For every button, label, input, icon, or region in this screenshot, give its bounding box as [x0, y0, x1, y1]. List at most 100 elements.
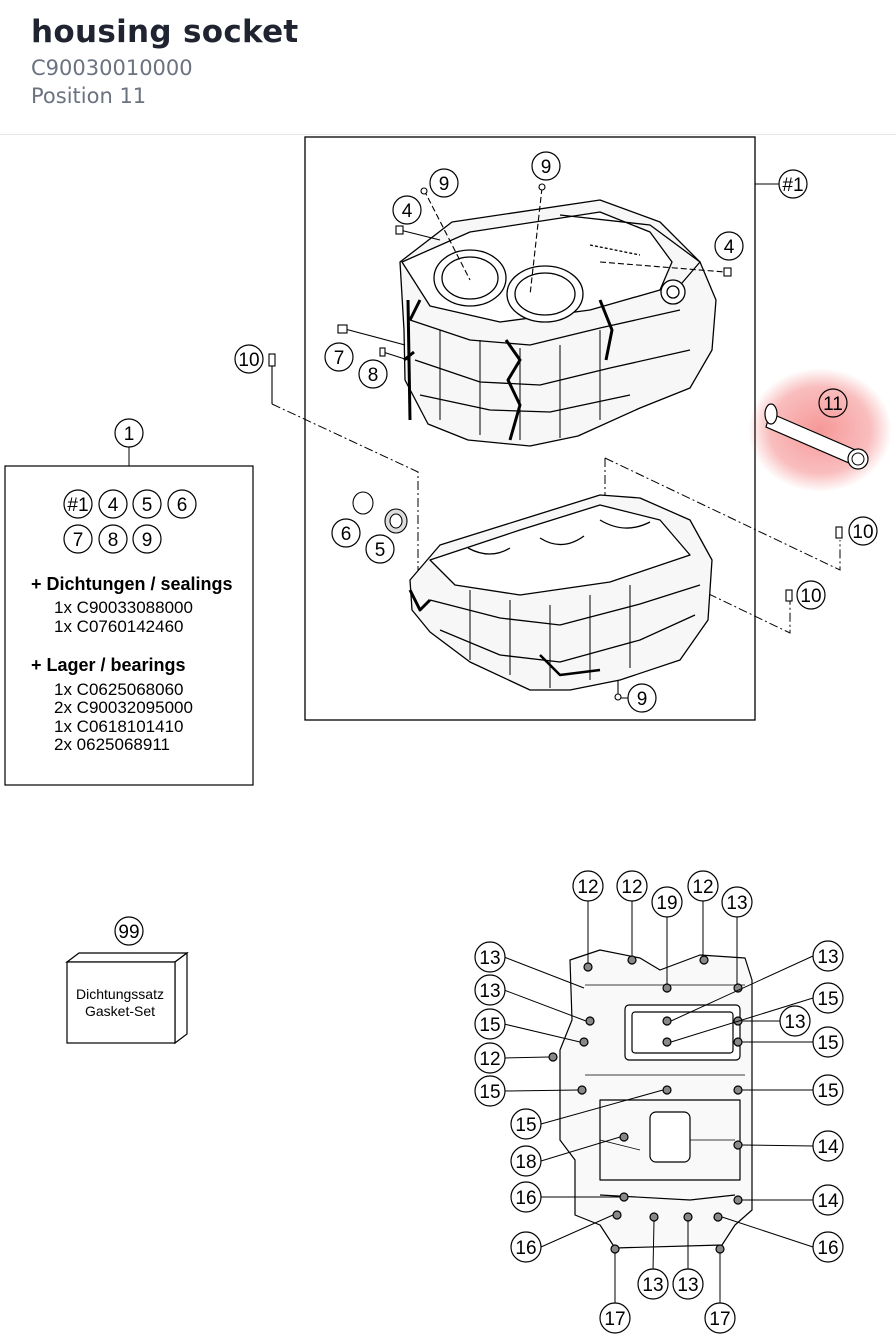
crankcase-bolts: [548, 955, 743, 1254]
kit-callout-5[interactable]: 5: [132, 489, 162, 519]
svg-text:10: 10: [238, 350, 259, 371]
callout-16-a[interactable]: 16: [510, 1181, 542, 1213]
callout-9-a[interactable]: 9: [429, 168, 459, 198]
callout-10-a[interactable]: 10: [234, 344, 264, 374]
svg-text:9: 9: [142, 530, 153, 551]
svg-text:7: 7: [73, 530, 84, 551]
callout-10-c[interactable]: 10: [796, 580, 826, 610]
callout-5-a[interactable]: 5: [365, 534, 395, 564]
callout-15-a[interactable]: 15: [474, 1008, 506, 1040]
svg-text:6: 6: [341, 524, 352, 545]
callout-9-c[interactable]: 9: [627, 683, 657, 713]
svg-text:9: 9: [541, 157, 552, 178]
kit-callout-1[interactable]: 1: [114, 418, 144, 448]
callout-17-a[interactable]: 17: [599, 1302, 631, 1334]
bearing-item: 1x C0618101410: [54, 717, 184, 736]
callout-19[interactable]: 19: [651, 886, 683, 918]
gasket-callout-99[interactable]: 99: [114, 916, 144, 946]
callout-15-c[interactable]: 15: [510, 1108, 542, 1140]
callout-18[interactable]: 18: [510, 1145, 542, 1177]
sealing-item: 1x C0760142460: [54, 617, 184, 636]
svg-text:15: 15: [479, 1015, 500, 1036]
callout-13-g[interactable]: 13: [672, 1268, 704, 1300]
svg-text:12: 12: [621, 877, 642, 898]
page-title: housing socket: [31, 14, 299, 50]
kit-callout-group-1[interactable]: #1: [63, 489, 93, 519]
callout-14-a[interactable]: 14: [812, 1130, 844, 1162]
kit-callouts: #1 4 5 6 7 8 9: [63, 489, 197, 554]
bearings-heading: + Lager / bearings: [31, 655, 186, 675]
callout-7-a[interactable]: 7: [324, 342, 354, 372]
callout-13-d[interactable]: 13: [812, 940, 844, 972]
svg-text:14: 14: [817, 1137, 839, 1158]
callout-4-a[interactable]: 4: [392, 195, 422, 225]
svg-text:12: 12: [692, 877, 713, 898]
callout-13-b[interactable]: 13: [474, 941, 506, 973]
svg-text:9: 9: [637, 689, 648, 710]
callout-12-c[interactable]: 12: [687, 870, 719, 902]
svg-text:13: 13: [677, 1275, 698, 1296]
callout-8-a[interactable]: 8: [358, 359, 388, 389]
svg-text:15: 15: [479, 1082, 500, 1103]
svg-text:13: 13: [479, 981, 500, 1002]
callout-9-b[interactable]: 9: [531, 151, 561, 181]
gasket-set-box[interactable]: [65, 951, 189, 1045]
page-header: housing socket C90030010000 Position 11: [0, 0, 896, 135]
callout-12-d[interactable]: 12: [474, 1042, 506, 1074]
svg-text:4: 4: [724, 237, 735, 258]
svg-text:16: 16: [817, 1238, 838, 1259]
svg-text:13: 13: [817, 947, 838, 968]
svg-text:16: 16: [515, 1238, 536, 1259]
callout-14-b[interactable]: 14: [812, 1184, 844, 1216]
callout-12-b[interactable]: 12: [616, 870, 648, 902]
sealings-heading: + Dichtungen / sealings: [31, 574, 233, 594]
kit-callout-6[interactable]: 6: [167, 489, 197, 519]
svg-text:5: 5: [375, 540, 386, 561]
callout-4-b[interactable]: 4: [714, 231, 744, 261]
callout-13-f[interactable]: 13: [637, 1268, 669, 1300]
svg-text:6: 6: [177, 495, 188, 516]
svg-text:#1: #1: [67, 495, 88, 516]
svg-text:4: 4: [108, 495, 119, 516]
callout-13-c[interactable]: 13: [474, 974, 506, 1006]
svg-text:16: 16: [515, 1188, 536, 1209]
kit-callout-4[interactable]: 4: [98, 489, 128, 519]
svg-text:8: 8: [108, 530, 119, 551]
svg-text:10: 10: [852, 522, 873, 543]
callout-15-b[interactable]: 15: [474, 1075, 506, 1107]
callout-15-f[interactable]: 15: [812, 1074, 844, 1106]
callout-11[interactable]: 11: [818, 388, 848, 418]
kit-callout-9[interactable]: 9: [132, 524, 162, 554]
svg-text:13: 13: [784, 1012, 805, 1033]
svg-text:15: 15: [515, 1115, 536, 1136]
svg-text:99: 99: [118, 922, 139, 943]
position-label: Position 11: [31, 84, 147, 108]
callout-10-b[interactable]: 10: [848, 516, 878, 546]
callout-16-b[interactable]: 16: [510, 1231, 542, 1263]
callout-13-e[interactable]: 13: [779, 1005, 811, 1037]
upper-crankcase-drawing: [399, 199, 717, 447]
callout-15-d[interactable]: 15: [812, 982, 844, 1014]
kit-callout-7[interactable]: 7: [63, 524, 93, 554]
callout-12-a[interactable]: 12: [572, 870, 604, 902]
svg-text:12: 12: [479, 1049, 500, 1070]
callout-15-e[interactable]: 15: [812, 1026, 844, 1058]
svg-text:10: 10: [800, 586, 821, 607]
svg-text:15: 15: [817, 989, 838, 1010]
housing-socket-highlight[interactable]: [748, 368, 892, 492]
callout-group-1[interactable]: #1: [778, 169, 808, 199]
svg-text:19: 19: [656, 893, 677, 914]
kit-callout-8[interactable]: 8: [98, 524, 128, 554]
bolt-callouts: 12 12 19 12 13 13 13 15 12 15 15 18 16 1…: [474, 870, 844, 1334]
callout-6-a[interactable]: 6: [331, 518, 361, 548]
callout-16-c[interactable]: 16: [812, 1231, 844, 1263]
svg-text:15: 15: [817, 1081, 838, 1102]
kit-contents-box: [4, 465, 254, 786]
callout-17-b[interactable]: 17: [704, 1302, 736, 1334]
callout-13-a[interactable]: 13: [721, 886, 753, 918]
main-callouts: 9 9 4 4 10 7 8 11 6 5 10 10 9: [234, 151, 878, 713]
svg-text:11: 11: [823, 394, 843, 415]
gasket-set-label-de: Dichtungssatz: [76, 986, 164, 1002]
part-number: C90030010000: [31, 56, 193, 80]
